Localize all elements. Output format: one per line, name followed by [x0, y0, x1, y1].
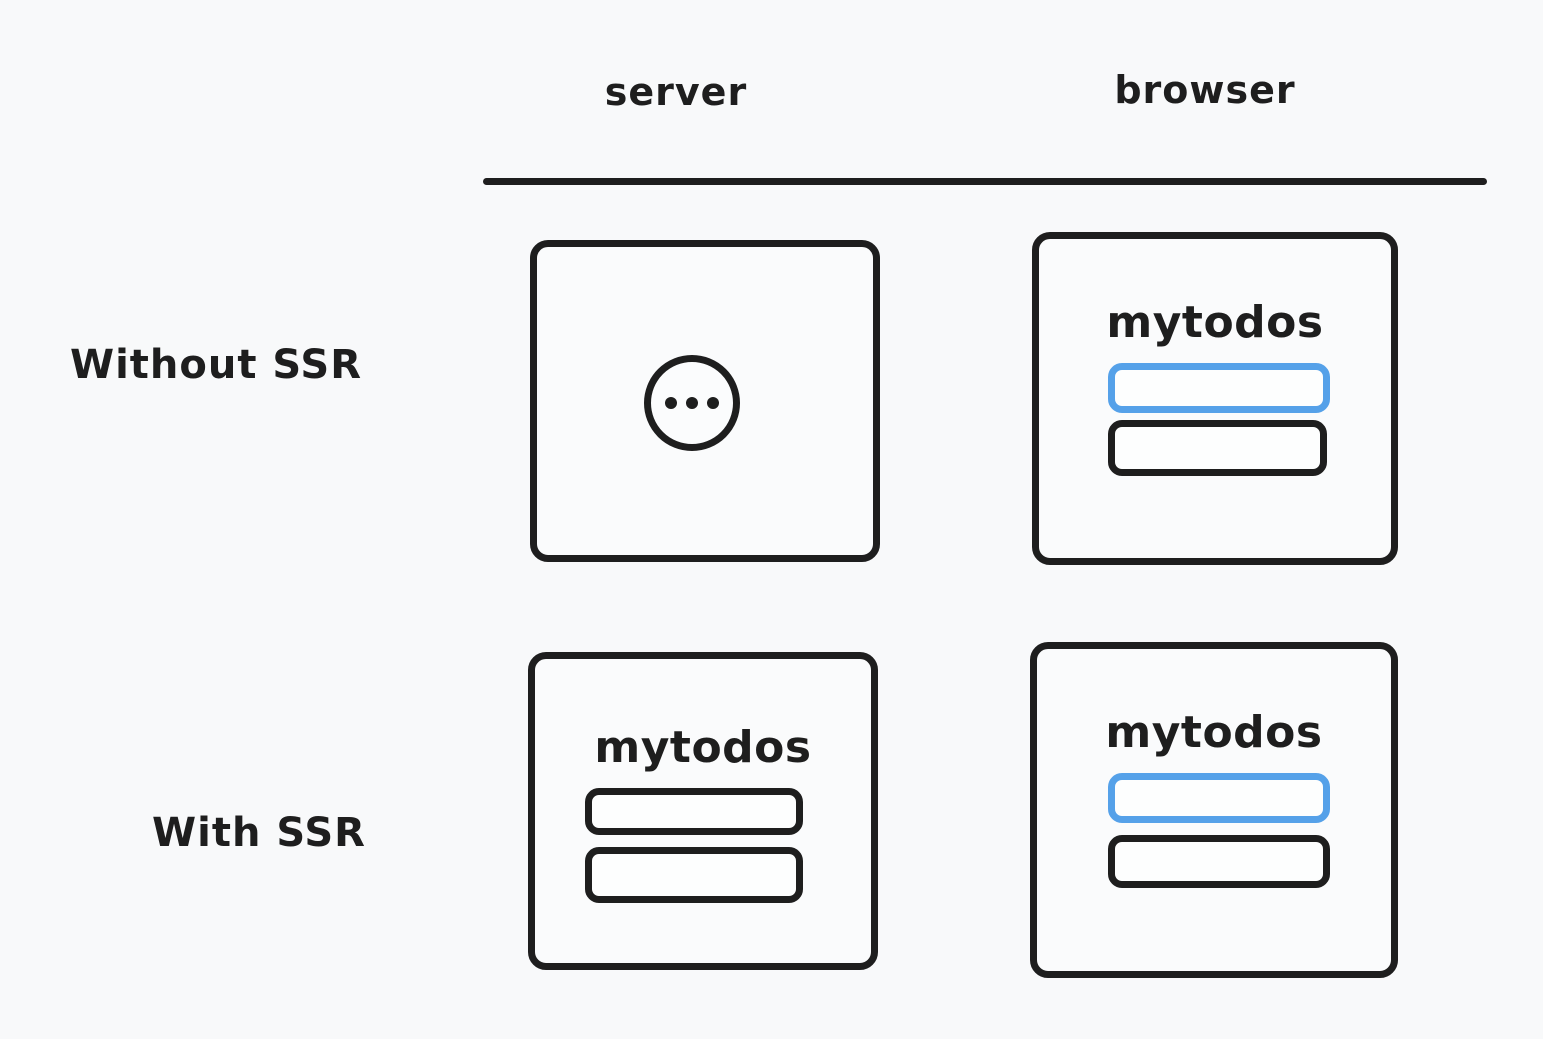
todo-item-plain [1108, 420, 1327, 476]
ellipsis-loading-icon [644, 355, 740, 451]
todo-item-highlighted [1108, 773, 1330, 823]
header-divider-line [483, 178, 1487, 185]
app-title: mytodos [1105, 707, 1323, 758]
ellipsis-dot [707, 397, 719, 409]
todo-item-plain [585, 847, 803, 903]
app-title: mytodos [594, 722, 812, 773]
ellipsis-dot [686, 397, 698, 409]
column-header-browser: browser [1114, 68, 1296, 112]
app-title: mytodos [1106, 297, 1324, 348]
row-label-without-ssr: Without SSR [69, 342, 363, 388]
todo-item-plain [585, 788, 803, 835]
ellipsis-dot [665, 397, 677, 409]
column-header-server: server [604, 70, 748, 114]
cell-with-ssr-browser: mytodos [1030, 642, 1398, 978]
todo-item-plain [1108, 835, 1330, 888]
row-label-with-ssr: With SSR [152, 810, 366, 856]
cell-without-ssr-server [530, 240, 880, 562]
todo-item-highlighted [1108, 363, 1330, 413]
cell-with-ssr-server: mytodos [528, 652, 878, 970]
cell-without-ssr-browser: mytodos [1032, 232, 1398, 565]
